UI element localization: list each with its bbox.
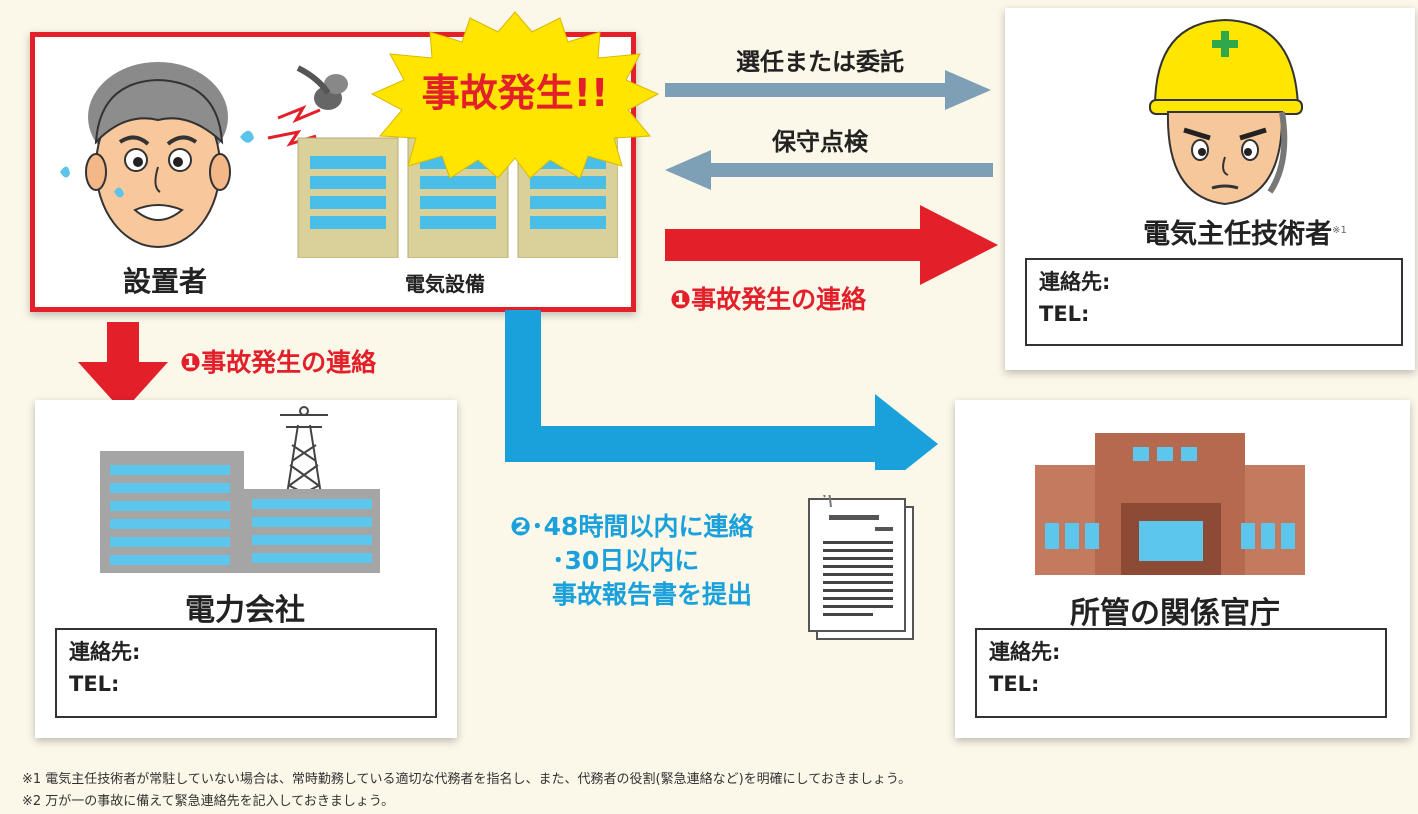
authority-title: 所管の関係官庁 (1070, 596, 1280, 631)
authority-tel-label: TEL: (989, 672, 1040, 696)
engineer-title-text: 電気主任技術者 (1143, 219, 1333, 250)
contact-engineer-label: ❶事故発生の連絡 (670, 285, 867, 314)
engineer-contact-label: 連絡先: (1039, 270, 1111, 294)
authority-contact-box: 連絡先: TEL: (975, 628, 1387, 718)
equipment-label: 電気設備 (405, 272, 485, 296)
accident-burst-shape (370, 11, 660, 179)
appoint-arrow (665, 70, 991, 110)
engineer-face-illustration (1149, 18, 1303, 206)
contact-engineer-arrow (665, 205, 998, 285)
report-line-1: ❷･48時間以内に連絡 (510, 512, 754, 541)
footnote-1: ※1 電気主任技術者が常駐していない場合は、常時勤務している適切な代務者を指名し… (22, 772, 912, 787)
accident-burst-text: 事故発生!! (421, 71, 609, 115)
appoint-label: 選任または委託 (736, 48, 904, 76)
document-icon (808, 495, 914, 640)
report-authority-arrow (505, 310, 938, 470)
inspect-label: 保守点検 (772, 128, 868, 156)
contact-utility-arrow (78, 322, 168, 412)
authority-contact-label: 連絡先: (989, 640, 1061, 664)
installer-label: 設置者 (122, 265, 207, 298)
report-line-2: ･30日以内に (552, 546, 700, 575)
report-instructions: ❷･48時間以内に連絡 ･30日以内に 事故報告書を提出 (510, 510, 810, 612)
contact-utility-label: ❶事故発生の連絡 (180, 348, 377, 377)
engineer-contact-box: 連絡先: TEL: (1025, 258, 1403, 346)
engineer-footnote-mark: ※1 (1332, 225, 1347, 236)
utility-title: 電力会社 (185, 593, 305, 628)
power-company-illustration (100, 406, 380, 573)
engineer-title: 電気主任技術者※1 (1115, 212, 1375, 251)
utility-contact-box: 連絡先: TEL: (55, 628, 437, 718)
government-office-illustration (1035, 433, 1305, 575)
report-line-3: 事故報告書を提出 (552, 580, 753, 609)
engineer-tel-label: TEL: (1039, 302, 1090, 326)
utility-contact-label: 連絡先: (69, 640, 141, 664)
footnote-2: ※2 万が一の事故に備えて緊急連絡先を記入しておきましょう。 (22, 794, 395, 809)
installer-face-illustration (60, 62, 254, 248)
inspect-arrow (665, 150, 993, 190)
utility-tel-label: TEL: (69, 672, 120, 696)
